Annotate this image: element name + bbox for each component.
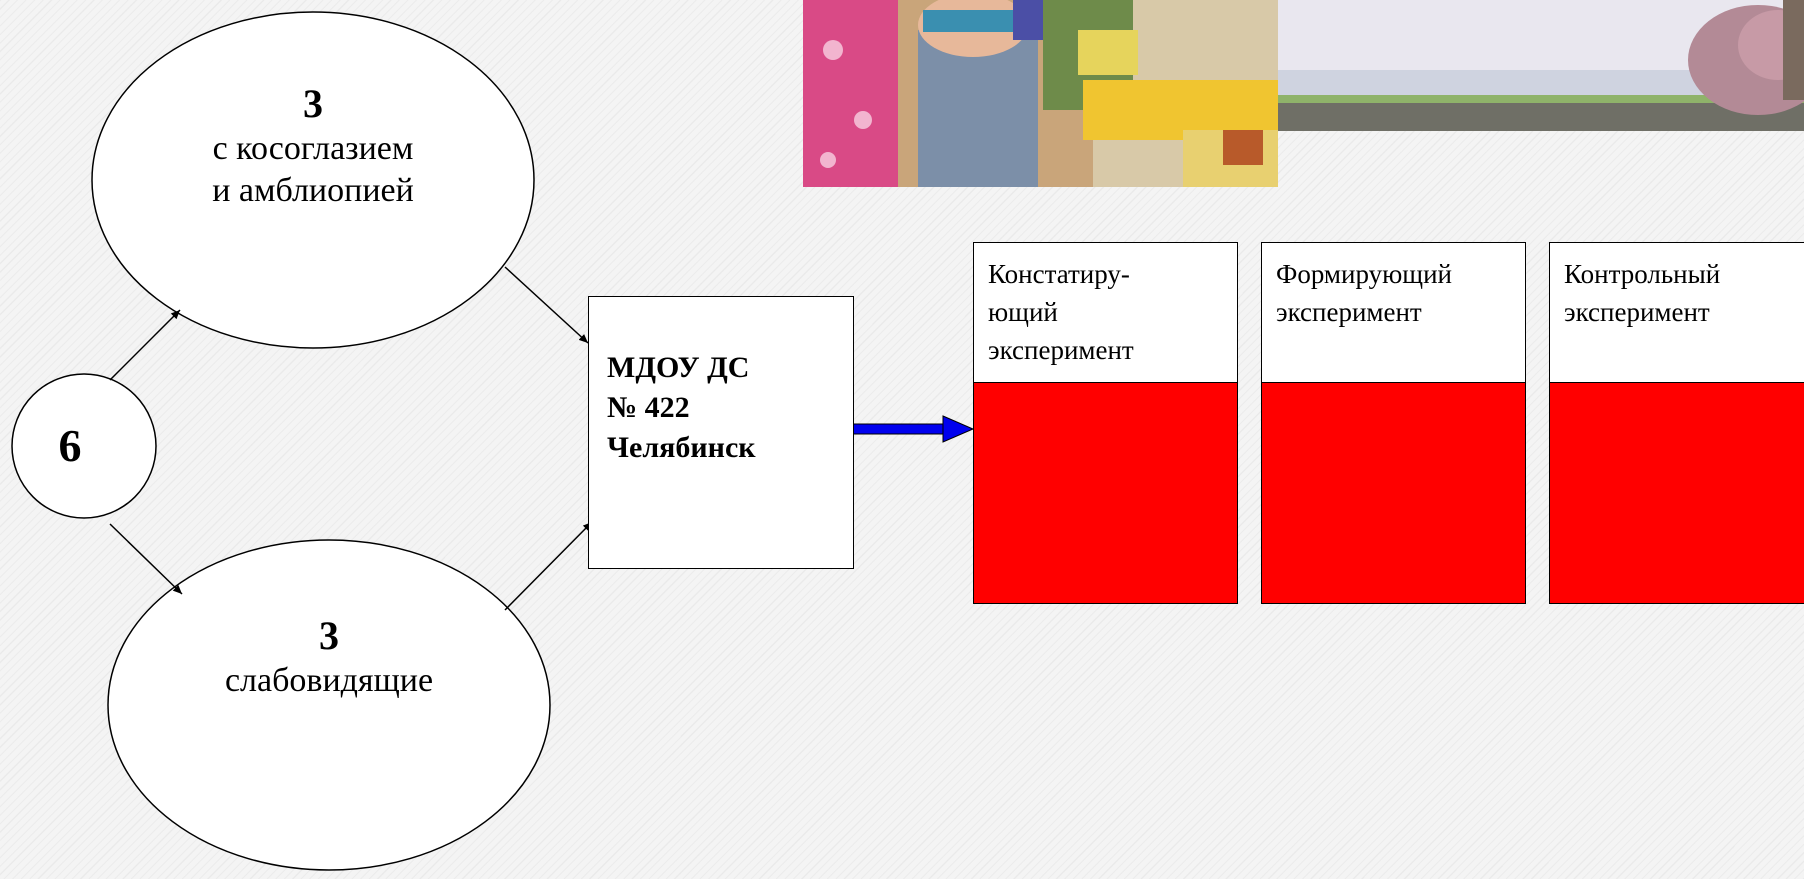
stage-ascertaining-header: Констатиру- ющий эксперимент [974, 243, 1237, 383]
ellipse-top-label-line1: с косоглазием [212, 130, 414, 167]
stage-formative-fill [1262, 383, 1525, 603]
stage-formative-line2: эксперимент [1276, 297, 1422, 327]
stage-formative: Формирующий эксперимент [1261, 242, 1526, 604]
school-line1: МДОУ ДС [607, 351, 750, 384]
ellipse-top-number: 3 [303, 81, 323, 126]
arrow-bottom-to-school [504, 521, 593, 611]
arrow-circle-to-top [109, 309, 181, 381]
ellipse-top-label-line2: и амблиопией [212, 172, 414, 209]
ellipse-bottom [107, 539, 551, 871]
stage-formative-line1: Формирующий [1276, 259, 1452, 289]
stage-ascertaining: Констатиру- ющий эксперимент [973, 242, 1238, 604]
stage-control: Контрольный эксперимент [1549, 242, 1804, 604]
stage-control-fill [1550, 383, 1804, 603]
ellipse-top [91, 11, 535, 349]
stage-ascertaining-line1: Констатиру- [988, 259, 1130, 289]
stage-ascertaining-line2: ющий [988, 297, 1058, 327]
stage-control-header: Контрольный эксперимент [1550, 243, 1804, 383]
stage-control-line2: эксперимент [1564, 297, 1710, 327]
circle-number: 6 [58, 420, 82, 471]
landscape-photo [1278, 0, 1804, 131]
children-photo [803, 0, 1278, 187]
stage-ascertaining-fill [974, 383, 1237, 603]
arrow-top-to-school [504, 266, 589, 344]
stage-ascertaining-line3: эксперимент [988, 335, 1134, 365]
ellipse-bottom-label: слабовидящие [224, 662, 434, 699]
school-text: МДОУ ДС № 422 Челябинск [607, 348, 847, 468]
school-line2: № 422 [607, 391, 690, 424]
circle-total [11, 373, 157, 519]
ellipse-bottom-text: 3 слабовидящие [129, 612, 529, 702]
ellipse-bottom-number: 3 [319, 613, 339, 658]
stage-control-line1: Контрольный [1564, 259, 1721, 289]
arrow-circle-to-bottom [109, 523, 183, 595]
ellipse-top-text: 3 с косоглазием и амблиопией [113, 80, 513, 212]
big-arrow [852, 415, 975, 443]
school-box [588, 296, 854, 569]
school-line3: Челябинск [607, 431, 756, 464]
stage-formative-header: Формирующий эксперимент [1262, 243, 1525, 383]
